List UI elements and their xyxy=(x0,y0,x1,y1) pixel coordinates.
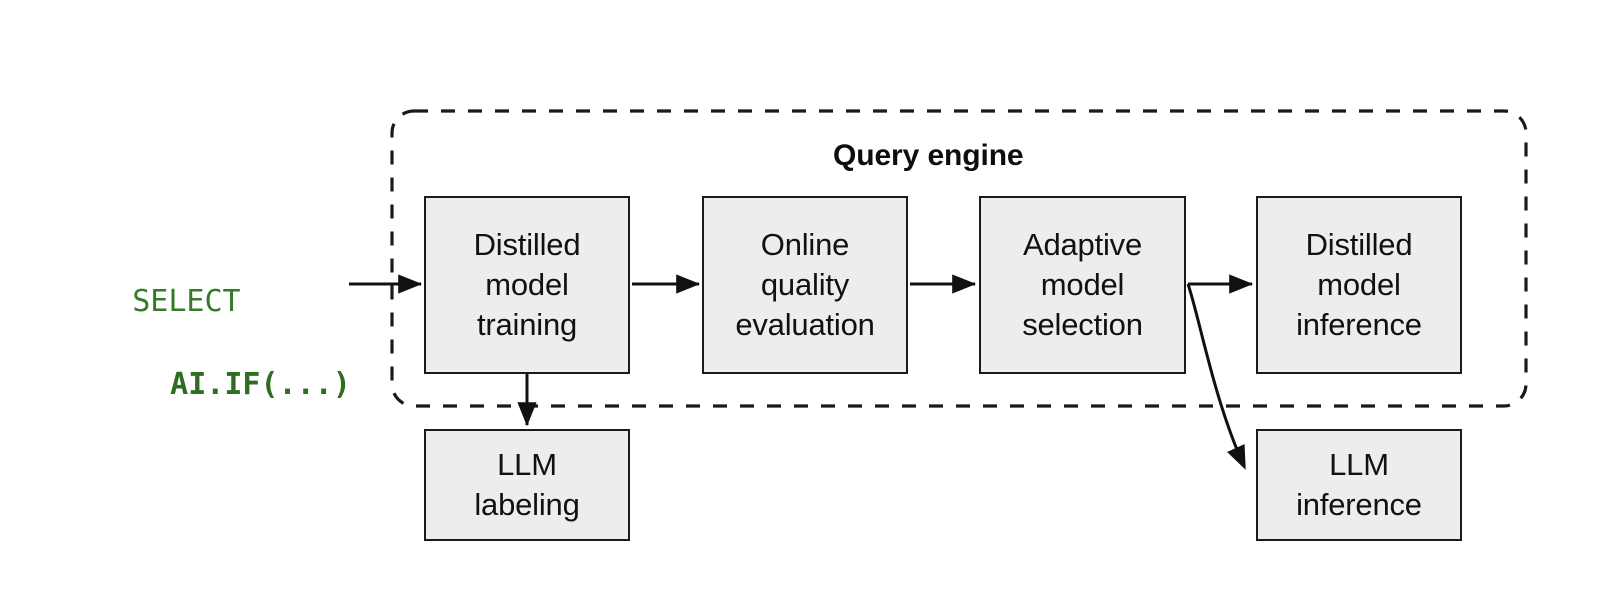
sql-ai-if-function: AI.IF(...) xyxy=(170,367,351,403)
node-distilled-model-inference[interactable]: Distilled model inference xyxy=(1256,196,1462,374)
node-llm-labeling[interactable]: LLM labeling xyxy=(424,429,630,541)
node-adaptive-model-selection-label: Adaptive model selection xyxy=(1022,226,1143,343)
node-distilled-model-training-label: Distilled model training xyxy=(473,226,581,343)
query-engine-group-border xyxy=(390,109,1528,408)
edge-selection-to-llm-inference xyxy=(1186,283,1246,470)
node-online-quality-evaluation[interactable]: Online quality evaluation xyxy=(702,196,908,374)
node-llm-inference-label: LLM inference xyxy=(1296,446,1422,522)
node-online-quality-evaluation-label: Online quality evaluation xyxy=(735,226,875,343)
node-distilled-model-training[interactable]: Distilled model training xyxy=(424,196,630,374)
node-distilled-model-inference-label: Distilled model inference xyxy=(1296,226,1422,343)
node-llm-labeling-label: LLM labeling xyxy=(474,446,580,522)
sql-select-keyword: SELECT xyxy=(132,284,241,320)
query-engine-title: Query engine xyxy=(833,139,1024,172)
node-llm-inference[interactable]: LLM inference xyxy=(1256,429,1462,541)
sql-query-snippet: SELECT AI.IF(...) xyxy=(60,240,351,447)
node-adaptive-model-selection[interactable]: Adaptive model selection xyxy=(979,196,1186,374)
